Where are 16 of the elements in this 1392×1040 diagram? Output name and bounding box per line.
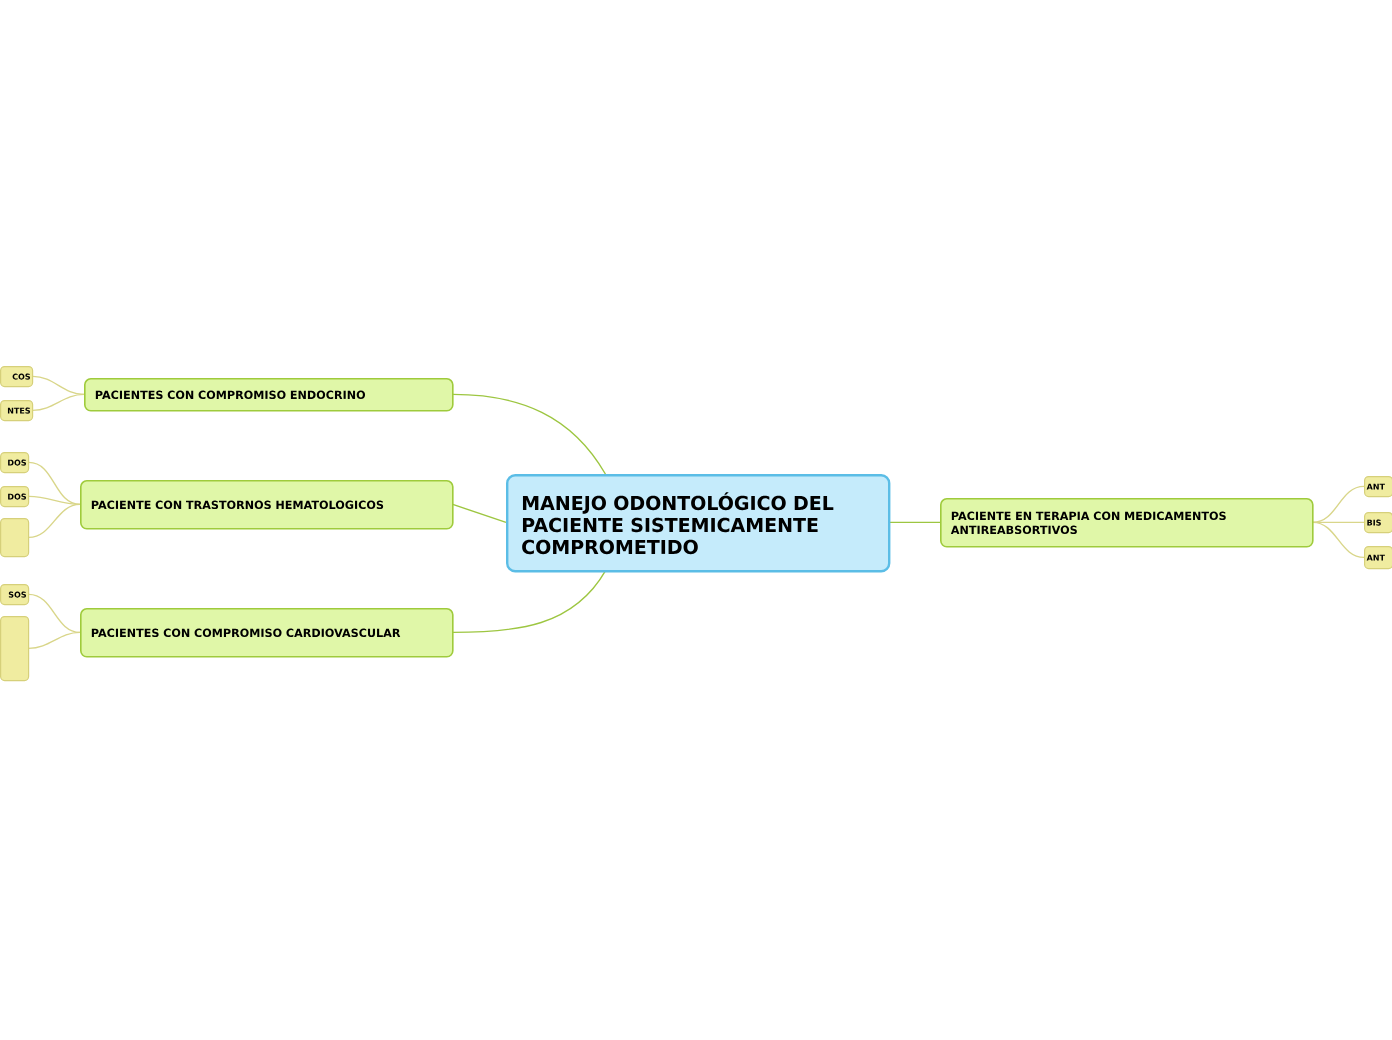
- subtopic-box: [0, 616, 30, 682]
- connector-line: [28, 593, 81, 634]
- connector-line: [452, 503, 507, 524]
- connector-line: [452, 393, 607, 475]
- connector-line: [32, 375, 85, 396]
- connector-line: [28, 503, 81, 539]
- connector-line: [452, 570, 607, 634]
- connector-line: [28, 461, 81, 506]
- connector-line: [1312, 485, 1365, 524]
- central-topic-box: MANEJO ODONTOLÓGICO DEL PACIENTE SISTEMICAMENTE COMPROMETIDO: [506, 474, 891, 573]
- connector-line: [28, 495, 81, 506]
- connector-line: [32, 393, 85, 412]
- subtopic-box: [0, 518, 30, 558]
- connector-line: [888, 521, 941, 524]
- connector-line: [28, 631, 81, 650]
- connector-line: [1312, 521, 1365, 559]
